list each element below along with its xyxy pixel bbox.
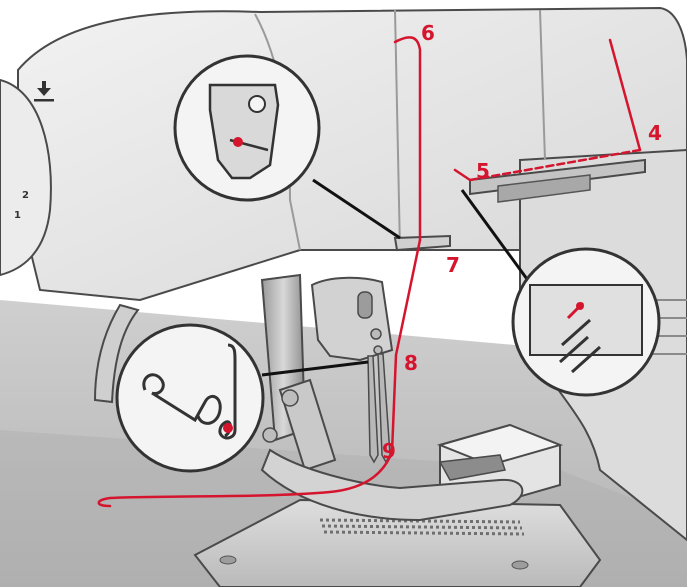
leader-needle-8 <box>261 360 369 377</box>
thread-guide-7-bar <box>393 234 451 252</box>
step-label-5: 5 <box>476 159 490 183</box>
plate-screw <box>219 555 237 565</box>
detail-callout-guide-7 <box>173 54 321 202</box>
stitch-length-icon <box>34 81 54 102</box>
needle-clamp-slot <box>357 291 373 319</box>
panel-seam <box>539 9 546 161</box>
step-labels: 4 5 6 7 8 9 <box>382 21 662 463</box>
dial-mark-bottom: 1 <box>14 210 21 221</box>
leader-guide-5 <box>460 189 537 291</box>
step-label-8: 8 <box>404 351 418 375</box>
needle-clamp-screw <box>373 345 383 355</box>
left-needle <box>367 355 379 464</box>
thread-guide-slot-inner <box>497 174 591 203</box>
presser-foot-toe <box>438 454 506 481</box>
detail-callout-guide-5 <box>511 247 661 397</box>
needle-clamp-screw <box>370 328 382 340</box>
detail-callout-needle-8 <box>115 323 265 473</box>
callout-leaders <box>261 178 537 377</box>
step-label-9: 9 <box>382 439 396 463</box>
presser-screw <box>281 389 299 407</box>
presser-screw <box>262 427 278 443</box>
plate-screw <box>511 560 529 570</box>
differential-dial <box>0 78 52 277</box>
casting-vents <box>650 299 687 355</box>
panel-seam <box>394 9 401 251</box>
thread-path <box>97 36 642 508</box>
step-label-4: 4 <box>648 121 662 145</box>
leader-guide-7 <box>312 178 401 240</box>
front-cover-lever <box>93 303 140 404</box>
step-label-7: 7 <box>446 253 460 277</box>
presser-foot <box>260 448 524 522</box>
step-label-6: 6 <box>421 21 435 45</box>
needle-plate <box>193 498 602 587</box>
dial-mark-top: 2 <box>22 190 29 201</box>
